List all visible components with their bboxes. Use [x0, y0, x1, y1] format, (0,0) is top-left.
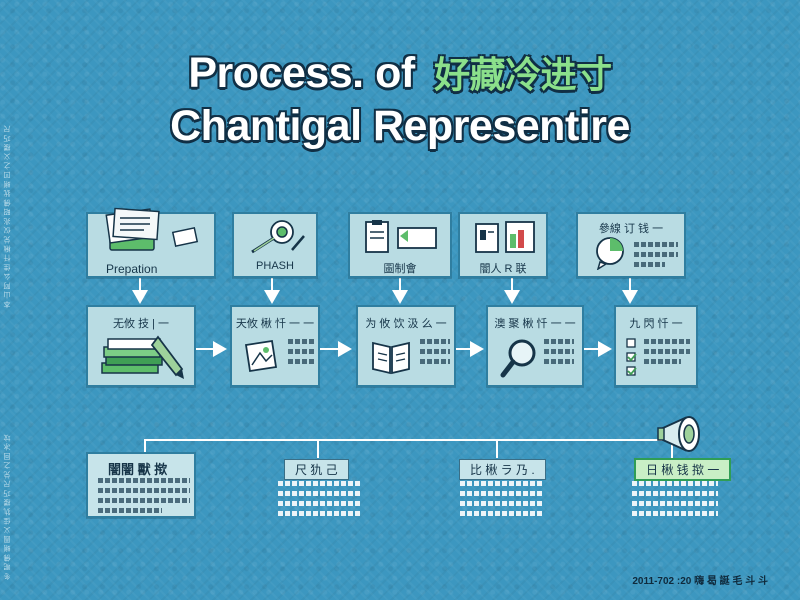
mid-step-2: 天攸 楸 忏 一 一: [230, 305, 320, 387]
diagram-title: Process. of 好藏冷进寸 Chantigal Representire: [0, 48, 800, 151]
bottom-column-3-text-lines: [460, 481, 544, 521]
top-step-1: Prepation: [86, 207, 216, 278]
mid-step-3-label: 为 攸 饮 汲 么 一: [365, 318, 447, 330]
open-book-icon: [372, 341, 410, 375]
bottom-column-2-text-lines: [278, 481, 362, 521]
top-step-2-label: PHASH: [256, 260, 294, 272]
mid-step-2-text-lines: [288, 339, 314, 369]
title-line-2: Chantigal Representire: [170, 102, 630, 150]
mid-step-2-label: 天攸 楸 忏 一 一: [235, 318, 315, 330]
document-image-icon: [244, 339, 278, 373]
top-step-5: 參線 订 钱 一: [576, 212, 686, 278]
bottom-column-1-text-lines: [98, 478, 190, 518]
target-pencil-icon: [251, 220, 305, 254]
books-pen-icon: [101, 335, 184, 379]
mid-step-4: 澳 聚 楸 忏 一 一: [486, 305, 584, 387]
bottom-column-1-title: 闇闇 獸 揿: [108, 462, 168, 477]
mid-step-1: 无攸 技 | 一: [86, 305, 196, 387]
top-step-2: PHASH: [232, 212, 318, 278]
mid-step-4-text-lines: [544, 339, 574, 369]
bottom-column-2-title: 尺 犰 己: [284, 459, 349, 480]
top-step-4-label: 闇人 R 联: [479, 263, 527, 275]
top-step-3-label: 圖制會: [383, 263, 417, 275]
bottom-bracket-line: [144, 439, 680, 460]
documents-stack-icon: [105, 207, 199, 251]
bottom-column-4-text-lines: [632, 481, 718, 521]
bottom-column-1: 闇闇 獸 揿: [86, 452, 196, 518]
title-line-1: Process. of 好藏冷进寸: [0, 48, 800, 101]
bottom-column-3-title: 比 楸 ラ 乃 .: [459, 459, 546, 480]
top-step-5-label: 參線 订 钱 一: [598, 223, 664, 235]
top-step-3: 圖制會: [348, 212, 452, 278]
speech-bubble-icon: [596, 237, 624, 270]
mid-step-3: 为 攸 饮 汲 么 一: [356, 305, 456, 387]
top-step-5-text-lines: [634, 242, 678, 272]
mid-step-5: 九 閃 忏 一: [614, 305, 698, 387]
mid-step-5-text-lines: [644, 339, 690, 369]
bottom-column-4-title: 日 楸 钱 揿 一: [634, 458, 732, 481]
title-accent: 好藏冷进寸: [434, 55, 612, 96]
footer-note: 2011-702 :20 嗨 曷 誕 毛 斗 斗: [632, 576, 768, 587]
mid-step-5-label: 九 閃 忏 一: [629, 318, 683, 330]
top-step-1-label: Prepation: [106, 262, 158, 276]
report-chart-icon: [475, 221, 535, 253]
mid-step-1-label: 无攸 技 | 一: [112, 318, 170, 330]
mid-step-4-label: 澳 聚 楸 忏 一 一: [494, 318, 576, 330]
mid-step-3-text-lines: [420, 339, 450, 369]
megaphone-icon: [657, 416, 700, 452]
title-prefix: Process. of: [188, 49, 415, 97]
clipboard-form-icon: [365, 220, 437, 253]
top-step-4: 闇人 R 联: [458, 212, 548, 278]
magnifier-icon: [500, 339, 536, 378]
checklist-icon: [626, 338, 637, 376]
